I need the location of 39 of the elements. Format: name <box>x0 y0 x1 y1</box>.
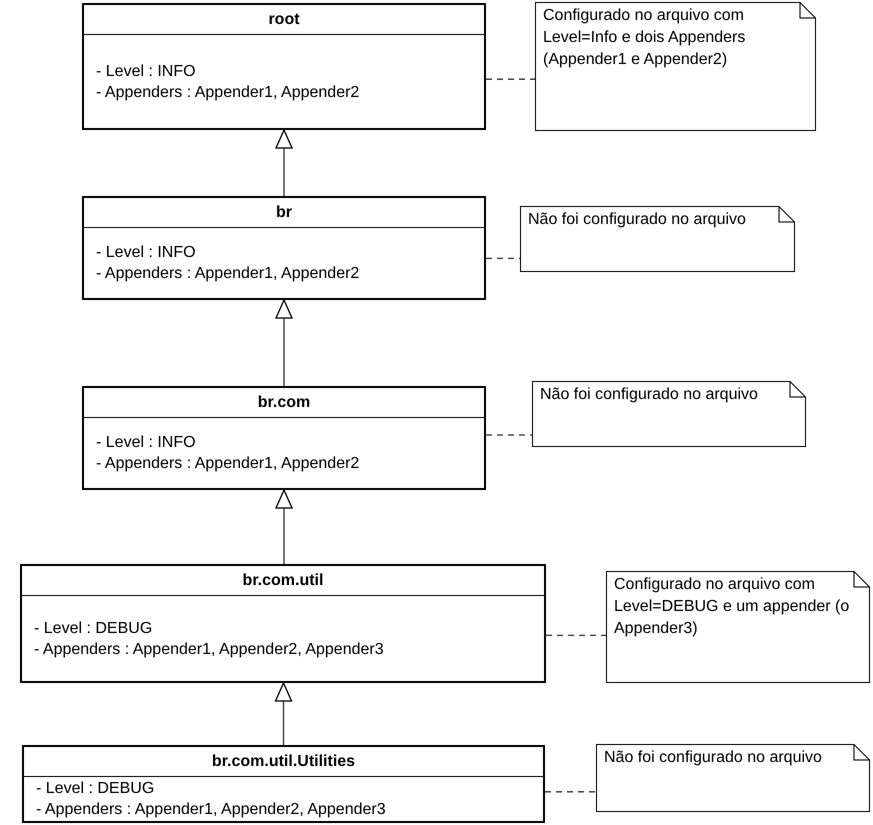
generalization-arrow <box>275 299 293 386</box>
attribute-text: - Level : INFO <box>96 243 197 262</box>
attribute-text: - Appenders : Appender1, Appender2 <box>96 264 360 283</box>
class-name: br.com <box>258 392 310 412</box>
generalization-arrow <box>275 129 293 196</box>
uml-note <box>520 206 795 272</box>
attribute-text: - Appenders : Appender1, Appender2 <box>96 82 360 102</box>
class-box <box>22 745 545 823</box>
dashed-connector <box>546 634 606 636</box>
class-name: br.com.util.Utilities <box>212 752 356 772</box>
dashed-connector <box>545 791 596 792</box>
attribute-text: - Level : DEBUG <box>36 779 156 798</box>
class-box <box>20 564 546 683</box>
note-text: Configurado no arquivo com Level=DEBUG e um appender (o Appender3) <box>614 575 850 639</box>
class-box <box>82 196 486 300</box>
note-text: Não foi configurado no arquivo <box>540 385 759 405</box>
attribute-text: - Appenders : Appender1, Appender2, Appender3 <box>36 800 387 819</box>
attribute-text: - Level : INFO <box>96 433 197 452</box>
uml-note <box>606 571 870 683</box>
class-box <box>82 386 486 490</box>
attribute-text: - Appenders : Appender1, Appender2, Appender3 <box>34 640 385 658</box>
attribute-text: - Level : INFO <box>96 62 197 80</box>
dashed-connector <box>486 434 532 436</box>
uml-note <box>535 2 816 131</box>
uml-note <box>532 381 806 447</box>
attribute-text: - Level : DEBUG <box>34 618 154 638</box>
note-text: Não foi configurado no arquivo <box>604 748 823 768</box>
uml-note <box>596 744 870 812</box>
dashed-connector <box>486 78 535 80</box>
class-name: root <box>268 10 300 30</box>
note-text: Não foi configurado no arquivo <box>528 210 747 230</box>
class-box <box>82 3 486 130</box>
generalization-arrow <box>274 682 292 745</box>
class-name: br.com.util <box>242 570 324 590</box>
attribute-text: - Appenders : Appender1, Appender2 <box>96 454 360 473</box>
dashed-connector <box>486 258 520 260</box>
note-text: Configurado no arquivo com Level=Info e dois Appenders (Appender1 e Appender2) <box>543 6 746 70</box>
generalization-arrow <box>275 489 293 564</box>
class-name: br <box>276 202 292 222</box>
